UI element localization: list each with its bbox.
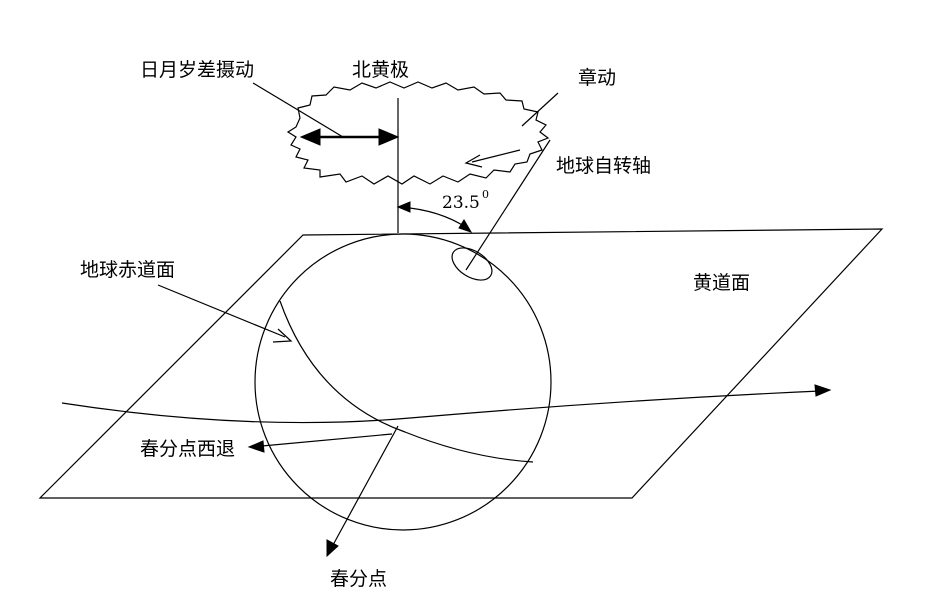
angle-superscript-label: 0 — [482, 188, 489, 201]
vernal-equinox-westward-arrow-line — [262, 434, 392, 446]
vernal-equinox-arrow-line — [333, 426, 398, 545]
vernal-equinox-westward-label: 春分点西退 — [140, 438, 235, 460]
earth-rotation-axis-label: 地球自转轴 — [556, 155, 651, 177]
vernal-equinox-arrowhead — [327, 540, 338, 556]
earth-sphere — [255, 234, 551, 530]
obliquity-angle-arrowhead-right — [459, 220, 471, 232]
vernal-equinox-label: 春分点 — [330, 568, 387, 590]
earth-equator-arc — [280, 301, 533, 462]
angle-value-label: 23.5 — [442, 193, 480, 213]
obliquity-angle-arrowhead-left — [398, 202, 410, 212]
nutation-label: 章动 — [578, 67, 616, 89]
earth-equator-plane-label: 地球赤道面 — [80, 259, 175, 281]
north-ecliptic-pole-label: 北黄极 — [352, 59, 409, 81]
ecliptic-plane-label: 黄道面 — [693, 272, 750, 294]
vernal-equinox-westward-arrowhead — [249, 441, 264, 452]
nutation-small-ellipse — [446, 241, 497, 286]
precession-double-arrowhead-right — [379, 129, 398, 145]
equator-plane-pointer-line — [158, 285, 285, 337]
lunisolar-precession-label: 日月岁差摄动 — [140, 59, 254, 81]
precession-cone-wavy-ellipse — [288, 82, 548, 184]
orbit-arrowhead — [815, 385, 830, 396]
precession-double-arrowhead-left — [301, 129, 320, 145]
